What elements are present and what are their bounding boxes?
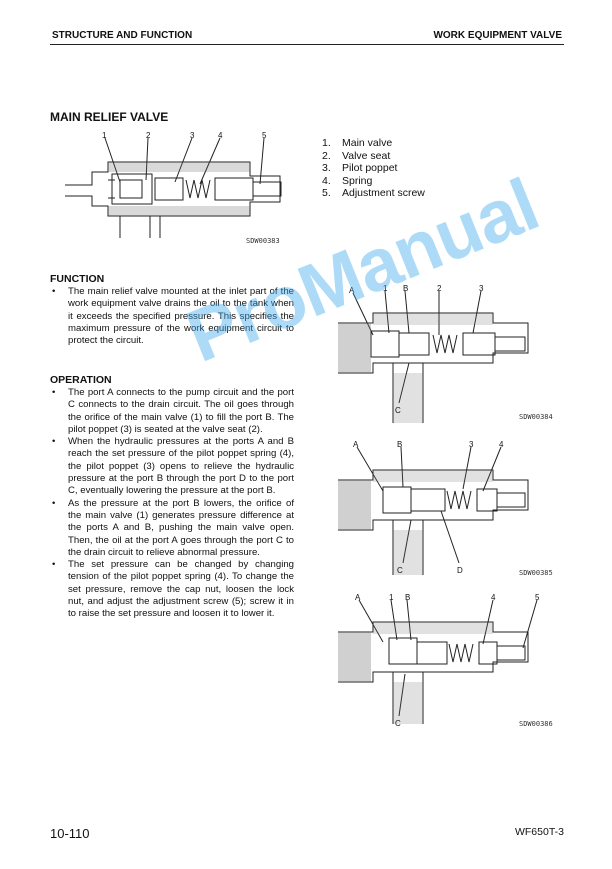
function-bullet: The main relief valve mounted at the inl… [50, 286, 294, 347]
fig1-code: SDW00383 [246, 237, 280, 245]
fig3-label-d: D [457, 566, 463, 575]
fig1-label-5: 5 [262, 131, 267, 140]
operation-bullet: When the hydraulic pressures at the port… [50, 436, 294, 497]
fig3-code: SDW00385 [519, 569, 553, 577]
fig4-label-c: C [395, 719, 401, 728]
header-section: STRUCTURE AND FUNCTION [52, 30, 193, 41]
fig4-label-a: A [355, 593, 361, 602]
parts-list-item: 1.Main valve [322, 137, 393, 149]
figure-main-relief-valve: 1 2 3 4 5 SDW00383 [65, 131, 282, 245]
fig2-label-3: 3 [479, 284, 484, 293]
fig2-label-1: 1 [383, 284, 388, 293]
fig1-label-1: 1 [102, 131, 107, 140]
operation-bullet: As the pressure at the port B lowers, th… [50, 498, 294, 559]
fig1-label-4: 4 [218, 131, 223, 140]
operation-text: The port A connects to the pump circuit … [50, 387, 294, 621]
function-heading: FUNCTION [50, 273, 105, 285]
operation-bullet: The set pressure can be changed by chang… [50, 559, 294, 620]
fig4-code: SDW00386 [519, 720, 553, 728]
fig2-code: SDW00384 [519, 413, 553, 421]
fig3-label-4: 4 [499, 440, 504, 449]
fig1-label-3: 3 [190, 131, 195, 140]
parts-list-item: 5.Adjustment screw [322, 187, 425, 200]
fig3-label-b: B [397, 440, 402, 449]
figure-pilot-open-state: A B 3 4 C D SDW00385 [338, 440, 553, 577]
fig4-label-4: 4 [491, 593, 496, 602]
fig4-label-1: 1 [389, 593, 394, 602]
fig2-label-c: C [395, 406, 401, 415]
header-chapter: WORK EQUIPMENT VALVE [433, 30, 562, 41]
parts-list-item: 2.Valve seat [322, 149, 391, 162]
fig3-label-3: 3 [469, 440, 474, 449]
section-title: MAIN RELIEF VALVE [50, 110, 169, 124]
parts-list: 1.Main valve 2.Valve seat 3.Pilot poppet… [322, 137, 425, 200]
figure-port-a-state: A 1 B 2 3 C SDW00384 [338, 284, 553, 423]
parts-list-item: 4.Spring [322, 174, 373, 187]
parts-list-item: 3.Pilot poppet [322, 162, 398, 175]
fig2-label-a: A [349, 286, 355, 295]
operation-bullet: The port A connects to the pump circuit … [50, 387, 294, 436]
page-header: STRUCTURE AND FUNCTION WORK EQUIPMENT VA… [50, 30, 564, 45]
function-text: The main relief valve mounted at the inl… [50, 286, 294, 347]
fig2-label-2: 2 [437, 284, 442, 293]
fig3-label-a: A [353, 440, 359, 449]
fig3-label-c: C [397, 566, 403, 575]
fig1-label-2: 2 [146, 131, 151, 140]
fig4-label-b: B [405, 593, 410, 602]
model-code: WF650T-3 [514, 826, 564, 838]
fig4-label-5: 5 [535, 593, 540, 602]
operation-heading: OPERATION [50, 374, 112, 386]
figure-main-open-state: A 1 B 4 5 C SDW00386 [338, 593, 553, 728]
fig2-label-b: B [403, 284, 408, 293]
page-number: 10-110 [50, 826, 90, 841]
